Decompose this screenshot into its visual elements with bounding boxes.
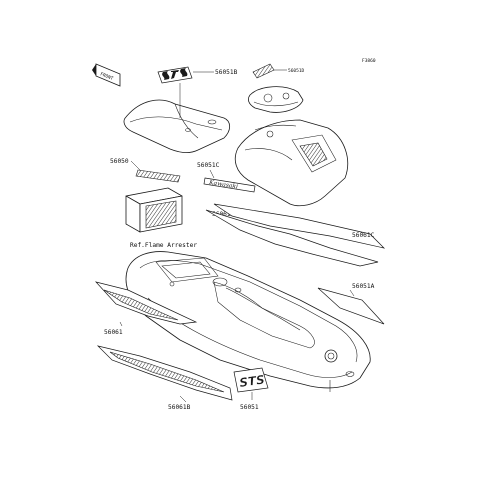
decal-56051D <box>252 63 275 79</box>
label-56051: 56051 <box>240 404 259 411</box>
hull <box>125 251 371 392</box>
label-56051A: 56051A <box>352 283 375 290</box>
label-56051D: 56051D <box>288 68 305 74</box>
front-marker-label: FRONT <box>99 71 114 82</box>
label-56061B: 56061B <box>168 404 191 411</box>
label-56061: 56061 <box>104 329 123 336</box>
reference-note: Ref.Flame Arrester <box>130 242 197 249</box>
hood <box>234 119 349 207</box>
decal-56050 <box>135 169 181 183</box>
decal-56061C <box>205 203 386 267</box>
label-56051C: 56051C <box>197 162 220 169</box>
decal-56051B <box>157 66 193 84</box>
label-56061A: 56061A <box>212 211 235 218</box>
front-marker-icon: FRONT <box>92 63 121 87</box>
decal-56051A <box>317 287 385 325</box>
diagram-code: F3860 <box>362 58 376 64</box>
decal-56051C: Kawasaki <box>203 177 256 193</box>
label-56051B: 56051B <box>215 69 238 76</box>
label-56050: 56050 <box>110 158 129 165</box>
decal-56051: STS <box>233 367 269 393</box>
seat-cover <box>123 99 231 153</box>
decal-56061 <box>94 281 198 325</box>
kawasaki-logo-text: Kawasaki <box>208 179 239 191</box>
label-56061C: 56061C <box>352 232 375 239</box>
handle-pad <box>248 86 304 113</box>
flame-arrester <box>125 187 183 233</box>
sts-logo-text: STS <box>238 373 265 390</box>
decal-56061B <box>96 345 233 401</box>
